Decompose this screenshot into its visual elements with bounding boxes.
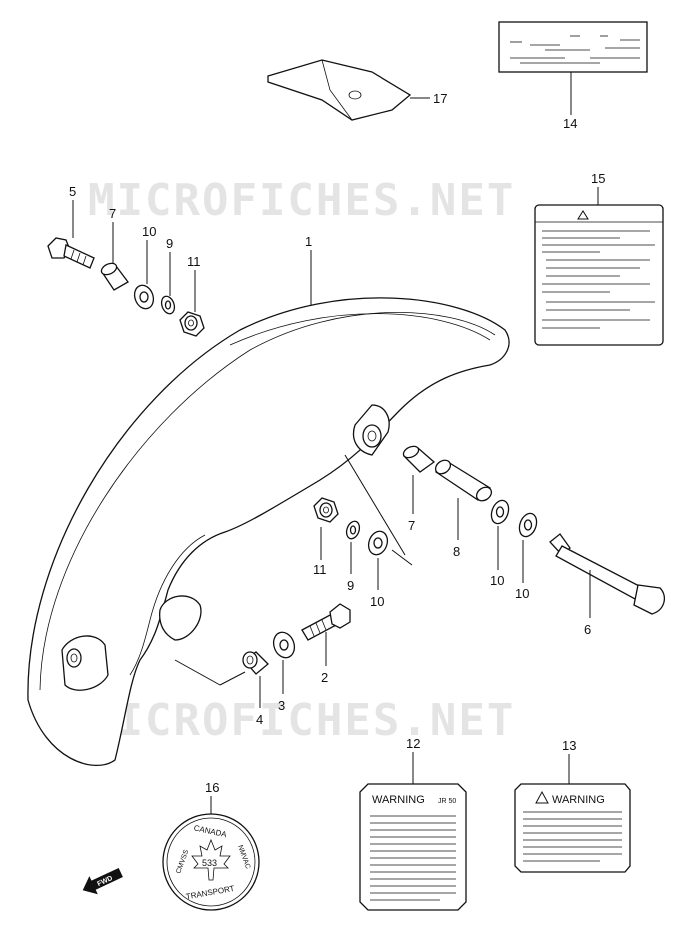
- callout-10a: 10: [142, 224, 156, 239]
- part-8-spacer: [434, 459, 493, 502]
- callout-5: 5: [69, 184, 76, 199]
- callout-16: 16: [205, 780, 219, 795]
- callout-14: 14: [563, 116, 577, 131]
- maple-leaf-icon: [191, 838, 231, 881]
- part-14-label: [498, 21, 648, 73]
- part-16-canada-seal: CANADA CMVSS NMVAC TRANSPORT 533: [162, 813, 260, 911]
- callout-1: 1: [305, 234, 312, 249]
- part-15-warning-label: [534, 204, 664, 346]
- part-9-lock-washer-lower: [345, 520, 361, 540]
- part-11-nut-lower: [313, 497, 339, 523]
- part-17-tube-wrap: [267, 59, 412, 121]
- warning-triangle-icon: [535, 790, 549, 804]
- warning-triangle-icon: [577, 210, 589, 220]
- part-10-washer-right-b: [518, 512, 538, 538]
- part-10-washer-right-a: [490, 499, 510, 525]
- callout-7b: 7: [408, 518, 415, 533]
- part-7-collar-lower: [402, 445, 436, 473]
- callout-9a: 9: [166, 236, 173, 251]
- callout-2: 2: [321, 670, 328, 685]
- warning-text-13: WARNING: [552, 794, 605, 806]
- part-10-washer-upper: [133, 284, 155, 310]
- callout-12: 12: [406, 736, 420, 751]
- callout-9b: 9: [347, 578, 354, 593]
- fwd-label: FWD: [96, 875, 113, 888]
- model-text-12: JR 50: [438, 798, 456, 805]
- watermark-top: MICROFICHES.NET: [88, 175, 515, 226]
- callout-3: 3: [278, 698, 285, 713]
- part-13-warning-label: WARNING: [514, 783, 631, 873]
- watermark-bottom: MICROFICHES.NET: [88, 695, 515, 746]
- part-10-washer-lower: [367, 530, 389, 556]
- part-4-collar: [242, 651, 269, 675]
- callout-10c: 10: [490, 573, 504, 588]
- part-2-bolt: [301, 603, 351, 641]
- part-7-collar-upper: [100, 262, 129, 291]
- callout-15: 15: [591, 171, 605, 186]
- part-5-bolt: [47, 237, 95, 269]
- part-1-fender: [27, 297, 510, 767]
- callout-8: 8: [453, 544, 460, 559]
- part-6-long-bolt: [549, 533, 666, 615]
- part-11-nut-upper: [179, 311, 205, 337]
- callout-6: 6: [584, 622, 591, 637]
- warning-text-12: WARNING: [372, 794, 425, 806]
- callout-10d: 10: [515, 586, 529, 601]
- part-9-lock-washer-upper: [160, 295, 176, 315]
- callout-4: 4: [256, 712, 263, 727]
- seal-number: 533: [202, 858, 217, 868]
- callout-13: 13: [562, 738, 576, 753]
- callout-10b: 10: [370, 594, 384, 609]
- part-12-warning-label: WARNING JR 50: [359, 783, 467, 911]
- part-3-washer: [272, 631, 296, 659]
- callout-7a: 7: [109, 206, 116, 221]
- callout-11b: 11: [313, 562, 327, 577]
- callout-11a: 11: [187, 254, 201, 269]
- callout-17: 17: [433, 91, 447, 106]
- fwd-arrow-icon: FWD: [82, 867, 123, 895]
